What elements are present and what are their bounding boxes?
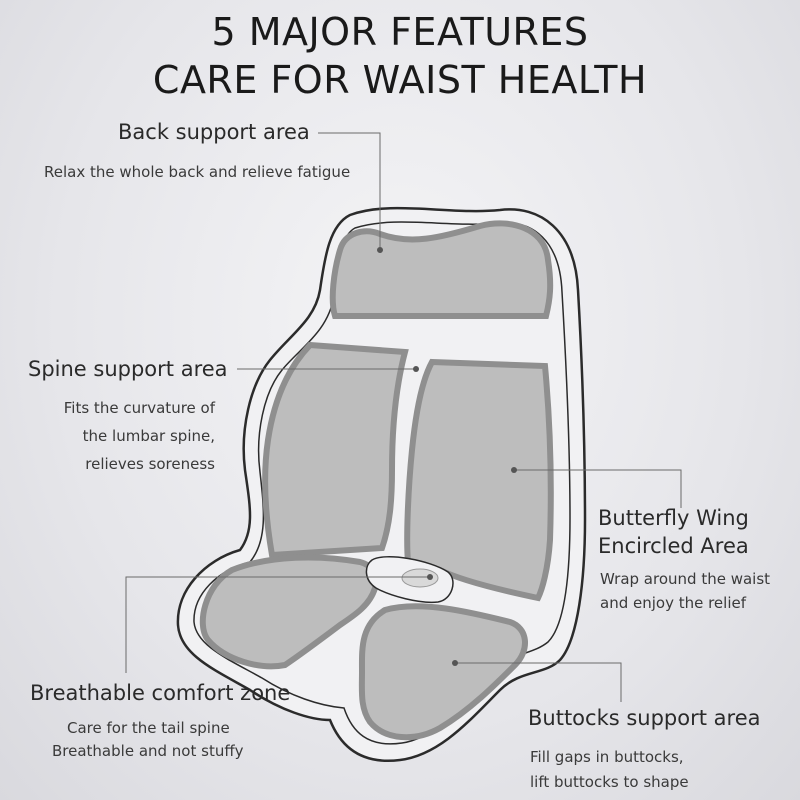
spine-support-desc-2: the lumbar spine, bbox=[82, 427, 215, 445]
spine-support-desc-3: relieves soreness bbox=[85, 455, 215, 473]
leader-breathable bbox=[125, 576, 430, 673]
back-support-desc: Relax the whole back and relieve fatigue bbox=[44, 163, 351, 181]
breathable-comfort-pad bbox=[199, 554, 379, 670]
leader-butterfly bbox=[514, 469, 682, 508]
spine-support-label: Spine support area bbox=[28, 357, 228, 381]
breathable-comfort-desc-2: Breathable and not stuffy bbox=[52, 742, 244, 760]
breathable-comfort-desc-1: Care for the tail spine bbox=[67, 719, 230, 737]
buttocks-support-desc-2: lift buttocks to shape bbox=[530, 773, 689, 791]
buttocks-support-pad bbox=[358, 603, 528, 741]
buttocks-support-label: Buttocks support area bbox=[528, 706, 761, 730]
leader-back bbox=[318, 132, 381, 248]
back-support-label: Back support area bbox=[118, 120, 310, 144]
butterfly-wing-label-2: Encircled Area bbox=[598, 534, 749, 558]
page-title-line-2: CARE FOR WAIST HEALTH bbox=[152, 58, 648, 102]
spine-support-desc-1: Fits the curvature of bbox=[63, 399, 215, 417]
buttocks-support-desc-1: Fill gaps in buttocks, bbox=[530, 748, 684, 766]
leader-buttocks bbox=[455, 662, 622, 702]
butterfly-wing-pad bbox=[404, 358, 554, 602]
page-title-line-1: 5 MAJOR FEATURES bbox=[211, 10, 589, 54]
butterfly-wing-desc-2: and enjoy the relief bbox=[600, 594, 747, 612]
cushion-inner-outline bbox=[193, 221, 571, 745]
back-support-pad bbox=[329, 220, 554, 319]
butterfly-wing-desc-1: Wrap around the waist bbox=[600, 570, 771, 588]
breathable-comfort-label: Breathable comfort zone bbox=[30, 681, 291, 705]
spine-support-pad bbox=[262, 341, 409, 559]
butterfly-wing-label-1: Butterfly Wing bbox=[598, 506, 749, 530]
